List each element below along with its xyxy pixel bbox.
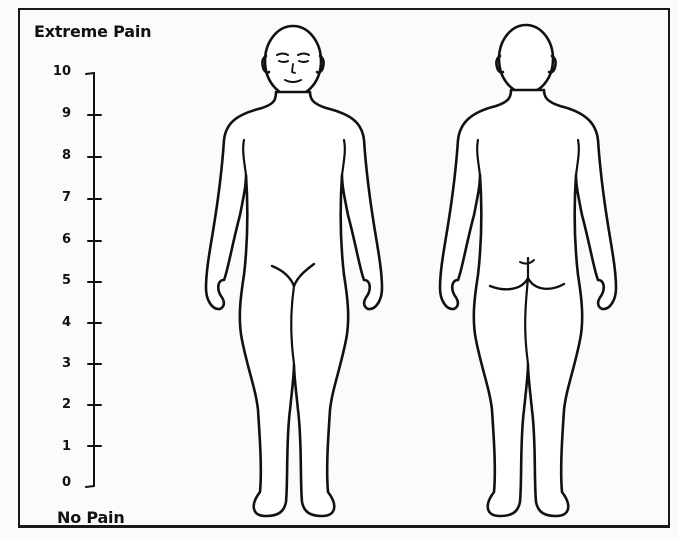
pain-scale-axis bbox=[86, 73, 101, 487]
front-body-outline bbox=[206, 92, 382, 516]
front-left-eye bbox=[279, 61, 288, 62]
front-right-eye bbox=[299, 61, 308, 62]
scale-line bbox=[86, 73, 94, 487]
back-head bbox=[499, 25, 553, 93]
body-back-figure bbox=[440, 25, 616, 516]
back-body-outline bbox=[440, 90, 616, 516]
front-head bbox=[265, 26, 321, 96]
body-front-figure bbox=[206, 26, 382, 516]
